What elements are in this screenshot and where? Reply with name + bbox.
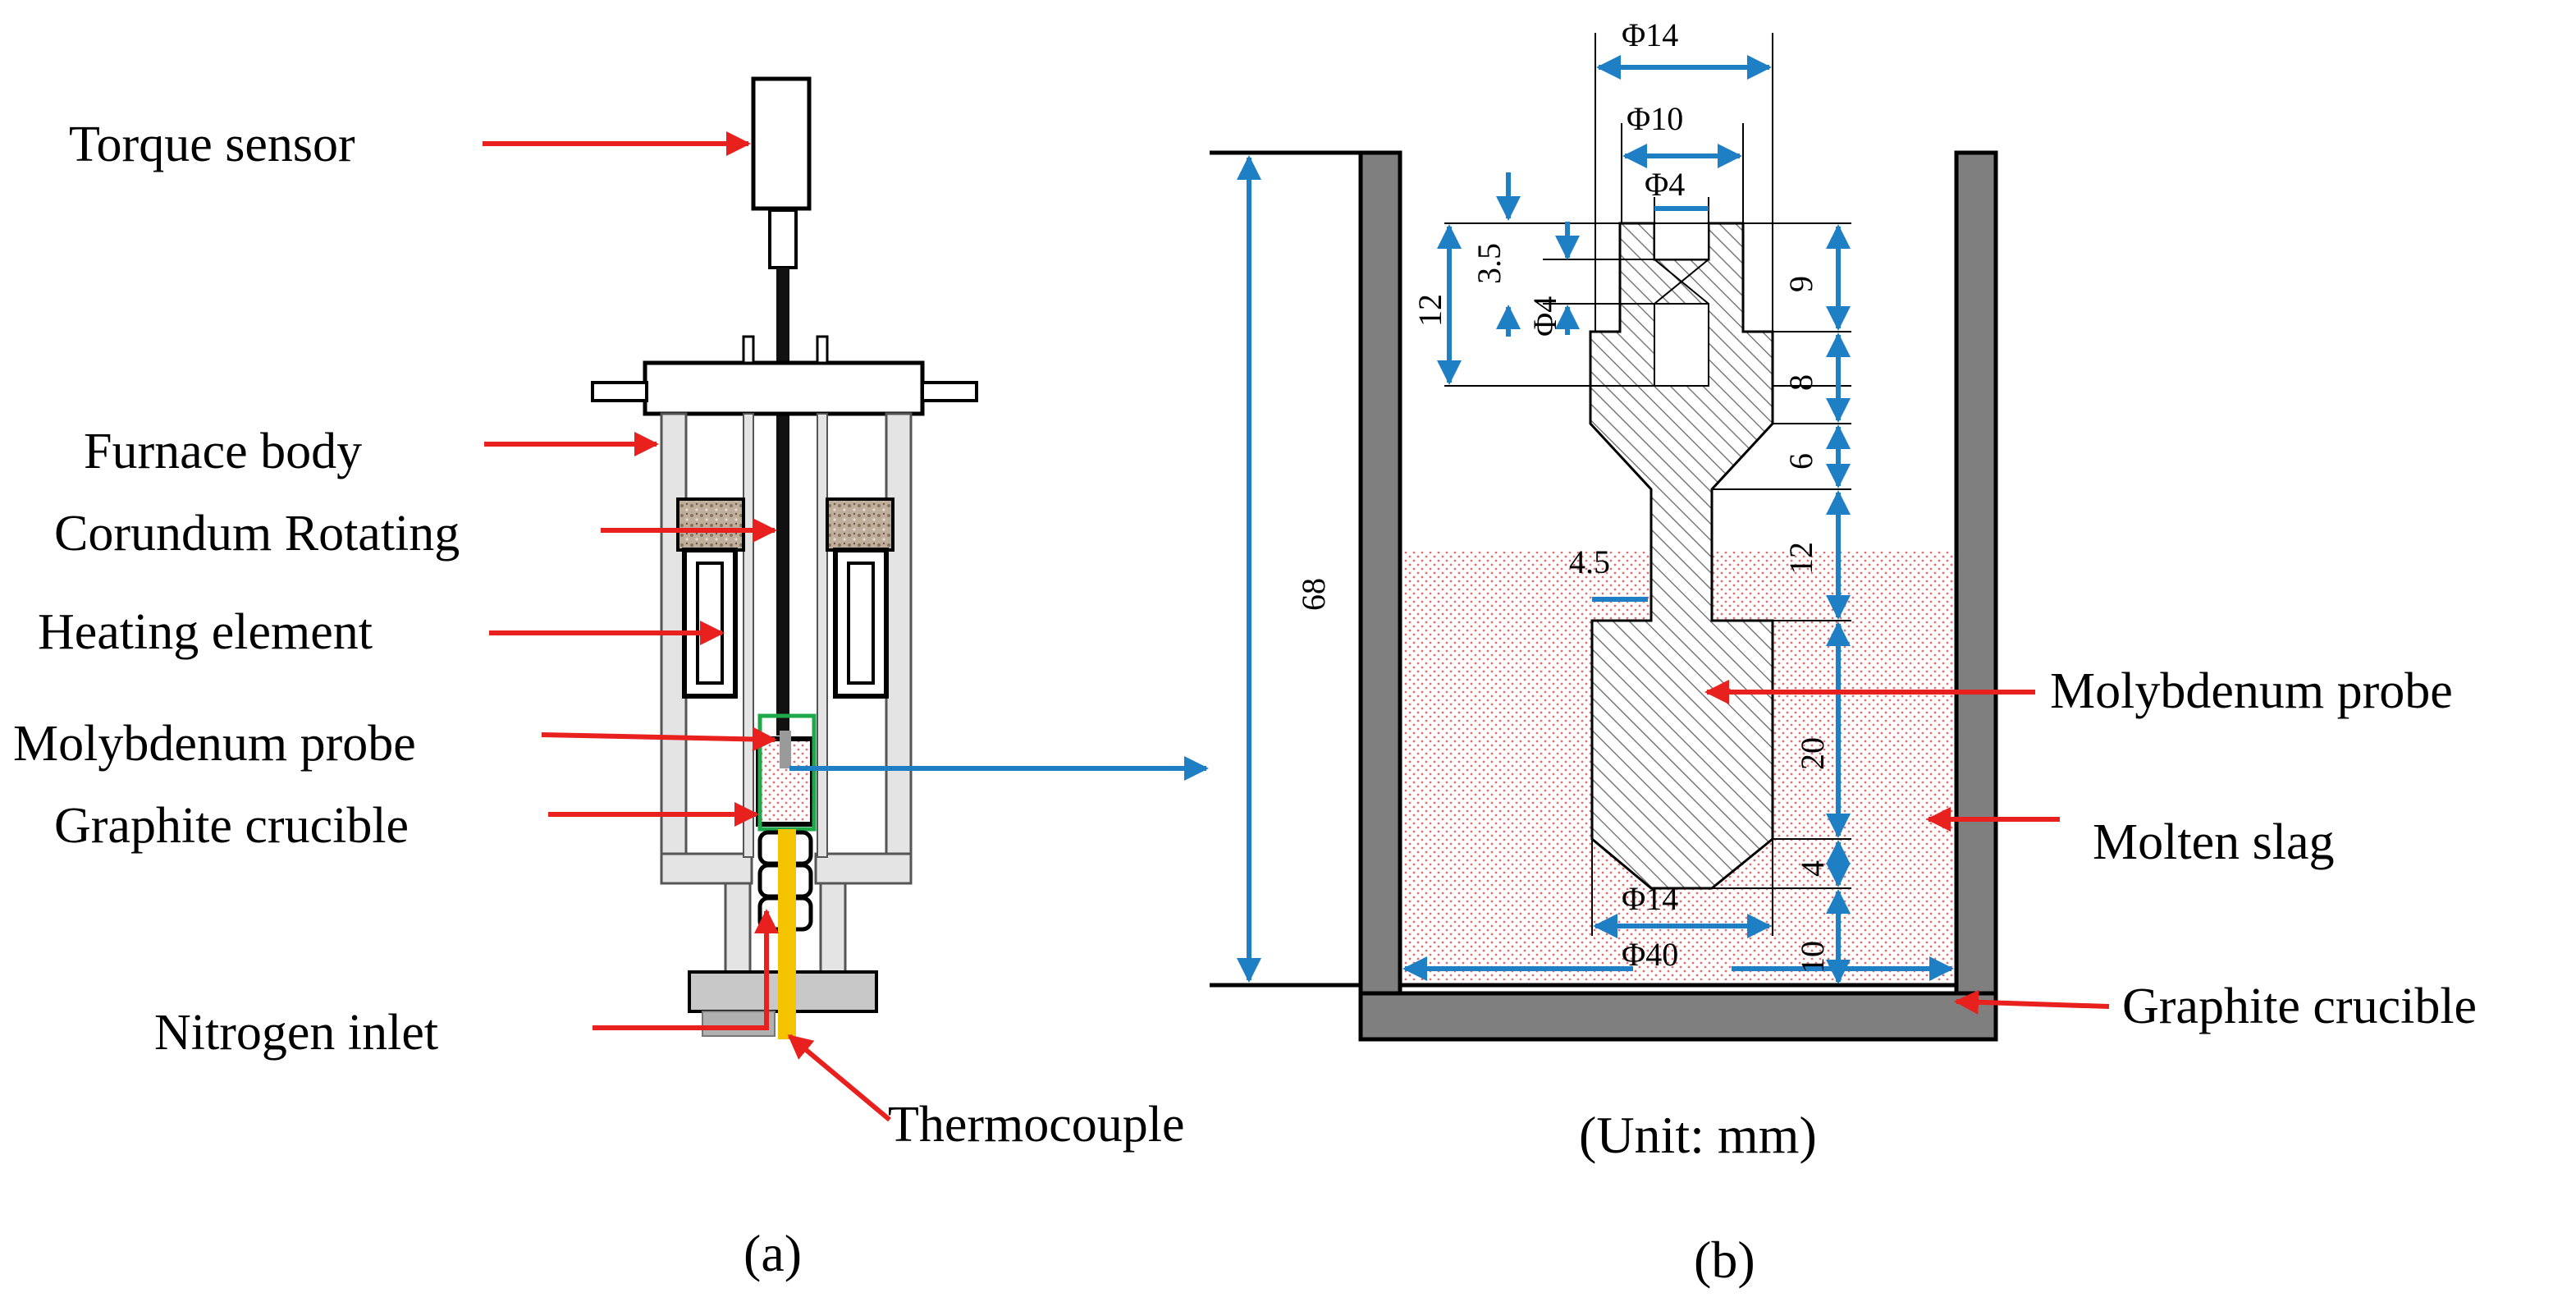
support-stand-left: [724, 882, 752, 974]
label-molybdenum-probe-a: Molybdenum probe: [13, 716, 416, 772]
dim-10: 10: [1794, 941, 1831, 974]
rotating-shaft: [776, 268, 789, 736]
crucible-wall-right: [1954, 150, 1998, 1042]
label-furnace-body: Furnace body: [84, 424, 362, 479]
furnace-lid: [643, 360, 925, 416]
inner-tube-left: [743, 413, 754, 858]
heating-element-right-inner: [847, 562, 875, 685]
insulation-block-left: [676, 497, 745, 552]
label-thermocouple: Thermocouple: [888, 1097, 1185, 1153]
crucible-wall-left: [1358, 150, 1402, 1042]
crucible-bottom: [1358, 991, 1998, 1042]
dim-phi4-top: Φ4: [1645, 166, 1685, 203]
thermocouple-rod: [778, 829, 796, 1039]
arrow-nitrogen-inlet: [593, 909, 779, 1030]
dim-68: 68: [1295, 578, 1332, 611]
extension-lines: [1210, 33, 1851, 988]
label-molten-slag: Molten slag: [2093, 814, 2334, 870]
dim-12-left: 12: [1412, 294, 1448, 327]
base-foot: [702, 1011, 776, 1037]
caption-a: (a): [744, 1224, 802, 1282]
dim-phi14-top: Φ14: [1622, 16, 1678, 53]
caption-b: (b): [1694, 1231, 1755, 1289]
small-probe: [780, 731, 791, 768]
label-graphite-crucible-b: Graphite crucible: [2122, 979, 2477, 1034]
dim-6: 6: [1782, 453, 1819, 470]
bore-cross-2: [1654, 259, 1709, 305]
furnace-floor-right: [814, 852, 913, 885]
label-molybdenum-probe-b: Molybdenum probe: [2050, 663, 2453, 719]
guide-rod-left: [742, 335, 755, 364]
dim-phi40: Φ40: [1622, 936, 1678, 973]
dim-4: 4: [1794, 860, 1831, 877]
heating-element-left-inner: [696, 562, 724, 685]
panel-a-apparatus: [591, 76, 978, 1039]
dim-phi14-bottom: Φ14: [1622, 880, 1678, 917]
label-torque-sensor: Torque sensor: [69, 117, 355, 172]
label-heating-element: Heating element: [38, 604, 373, 660]
unit-note: (Unit: mm): [1579, 1106, 1817, 1164]
guide-rod-right: [816, 335, 829, 364]
panel-b-detail: [1358, 150, 1998, 1042]
arrow-graphite-crucible-b: [1954, 989, 2110, 1015]
lid-right-pin: [921, 381, 978, 402]
dim-phi4-side: Φ4: [1526, 296, 1563, 337]
support-stand-right: [819, 882, 847, 974]
probe-top-slot: [1654, 222, 1709, 260]
dim-9: 9: [1782, 276, 1819, 292]
dim-phi10: Φ10: [1627, 100, 1683, 137]
lid-left-pin: [591, 381, 648, 402]
furnace-floor-left: [660, 852, 753, 885]
arrow-thermocouple: [787, 1034, 891, 1122]
dim-12-right: 12: [1782, 542, 1819, 575]
dim-20: 20: [1794, 737, 1831, 770]
arrow-molybdenum-probe-a: [541, 727, 777, 752]
label-graphite-crucible-a: Graphite crucible: [54, 798, 409, 854]
insulation-block-right: [826, 497, 895, 552]
dimension-lines: [1237, 55, 1954, 984]
dim-4p5: 4.5: [1569, 543, 1610, 580]
dim-8: 8: [1782, 374, 1819, 391]
torque-sensor-coupling: [768, 209, 798, 269]
furnace-wall-right: [885, 412, 913, 883]
label-nitrogen-inlet: Nitrogen inlet: [154, 1005, 438, 1061]
label-corundum-rotating: Corundum Rotating: [54, 506, 460, 562]
dim-3p5: 3.5: [1471, 243, 1508, 284]
torque-sensor-body: [751, 76, 812, 211]
probe-bore: [1654, 303, 1709, 387]
inner-tube-right: [817, 413, 828, 858]
